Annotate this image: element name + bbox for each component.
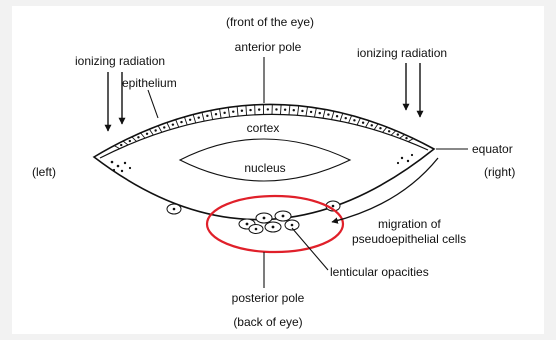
epithelium-cell-wall <box>246 105 247 115</box>
epithelium-cell-nucleus <box>327 113 329 115</box>
epithelium-cell-wall <box>400 134 405 138</box>
epithelium-cell-nucleus <box>319 112 321 114</box>
epithelium-cell-nucleus <box>301 110 303 112</box>
epithelium-cell-nucleus <box>249 109 251 111</box>
epithelium-cell-wall <box>314 108 316 117</box>
label-migration-1: migration of <box>378 217 441 231</box>
epithelium-cell-wall <box>289 105 290 115</box>
label-ionizing-left: ionizing radiation <box>75 54 165 68</box>
opacities-leader <box>292 228 328 270</box>
epithelium-cell-nucleus <box>371 124 373 126</box>
epithelium-cell-nucleus <box>267 108 269 110</box>
epithelium-cell-wall <box>114 146 119 149</box>
label-equator: equator <box>472 142 513 156</box>
equator-dots-right <box>397 154 413 164</box>
migration-arrow <box>332 158 438 222</box>
label-left: (left) <box>32 165 56 179</box>
label-right: (right) <box>484 165 515 179</box>
epithelium-cell-nucleus <box>258 108 260 110</box>
epithelium-cell-wall <box>323 109 325 118</box>
epithelium-cell-wall <box>132 137 137 142</box>
opacity-cell-cluster <box>239 211 299 234</box>
label-migration-2: pseudoepithelial cells <box>352 232 466 246</box>
epithelium-cell-wall <box>220 109 222 118</box>
epithelium-cell-wall <box>123 141 128 145</box>
epithelium-cell-wall <box>211 110 213 119</box>
epithelium-cell-wall <box>297 106 298 116</box>
epithelium-cell-nucleus <box>120 144 122 146</box>
epithelium-cell-wall <box>193 114 195 122</box>
epithelium-cell-nucleus <box>336 115 338 117</box>
epithelium-cell-wall <box>408 139 413 142</box>
epithelium-cell-wall <box>374 124 378 130</box>
epithelium-cell-wall <box>176 120 179 128</box>
epithelium-cell-wall <box>383 127 387 132</box>
epithelium-cell-nucleus <box>129 140 131 142</box>
label-cortex: cortex <box>247 121 280 135</box>
epithelium-cell-nucleus <box>223 112 225 114</box>
epithelium-cell-wall <box>228 107 229 117</box>
equator-dots-left <box>111 161 131 173</box>
epithelium-cell-nucleus <box>397 133 399 135</box>
epithelium-cell-wall <box>202 112 204 121</box>
epithelium-cell-wall <box>141 133 145 138</box>
epithelium-cell-wall <box>237 106 238 116</box>
epithelium-cell-nucleus <box>163 126 165 128</box>
epithelium-cell-nucleus <box>362 122 364 124</box>
epithelium-cell-wall <box>184 117 187 125</box>
epithelium-cell-wall <box>158 126 162 133</box>
epithelium-cell-nucleus <box>137 136 139 138</box>
epithelium-cell-wall <box>306 107 308 116</box>
label-anterior-pole: anterior pole <box>235 40 302 54</box>
epithelium-cell-nucleus <box>379 127 381 129</box>
epithelium-cell-nucleus <box>284 109 286 111</box>
epithelium-cell-wall <box>357 118 360 125</box>
label-ionizing-right: ionizing radiation <box>357 46 447 60</box>
epithelium-cell-nucleus <box>345 117 347 119</box>
epithelium-leader <box>148 90 158 118</box>
epithelium-cell-nucleus <box>388 130 390 132</box>
epithelium-cell-nucleus <box>189 119 191 121</box>
epithelium-cell-nucleus <box>405 137 407 139</box>
epithelium-cell-wall <box>349 115 352 123</box>
label-posterior-pole: posterior pole <box>232 291 305 305</box>
epithelium-cell-nucleus <box>241 110 243 112</box>
epithelium-cell-nucleus <box>293 109 295 111</box>
epithelium-cell-nucleus <box>275 108 277 110</box>
epithelium-cell-wall <box>391 131 396 136</box>
epithelium-cell-nucleus <box>353 119 355 121</box>
epithelium-cell-wall <box>280 105 281 115</box>
epithelium-cell-wall <box>340 113 343 121</box>
label-nucleus: nucleus <box>244 161 285 175</box>
epithelium-cell-wall <box>167 123 170 130</box>
epithelium-cell-nucleus <box>310 111 312 113</box>
epithelium-cell-nucleus <box>154 129 156 131</box>
label-back: (back of eye) <box>233 315 302 329</box>
epithelium-cell-nucleus <box>198 116 200 118</box>
label-epithelium: epithelium <box>122 76 177 90</box>
epithelium-cell-nucleus <box>215 113 217 115</box>
label-front: (front of the eye) <box>226 15 314 29</box>
epithelium-cell-nucleus <box>180 121 182 123</box>
epithelium-cell-nucleus <box>146 133 148 135</box>
epithelium-cell-wall <box>332 111 334 119</box>
epithelium-cell-wall <box>149 129 153 135</box>
epithelium-cell-wall <box>366 121 370 128</box>
epithelium-cell-nucleus <box>206 115 208 117</box>
epithelium-cell-nucleus <box>172 123 174 125</box>
epithelium-cell-nucleus <box>232 110 234 112</box>
label-lenticular-opacities: lenticular opacities <box>330 265 429 279</box>
